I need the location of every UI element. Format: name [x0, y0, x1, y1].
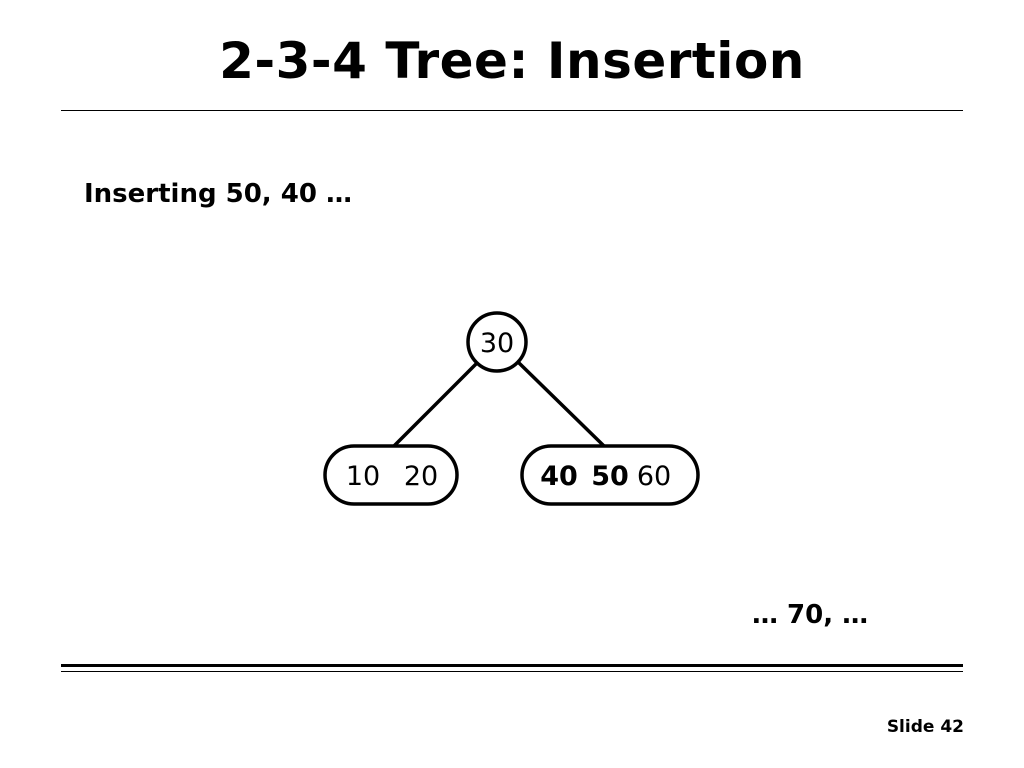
root-key: 30	[480, 328, 514, 359]
right-child-key-inserted: 50	[591, 461, 629, 492]
slide-number: Slide 42	[886, 717, 964, 737]
title-divider	[61, 110, 963, 111]
edge-root-right	[516, 360, 606, 448]
footer-divider-thin	[61, 671, 963, 672]
left-child-node	[323, 444, 459, 506]
edge-root-left	[392, 360, 480, 448]
left-child-key: 10	[346, 461, 380, 492]
left-child-key: 20	[404, 461, 438, 492]
slide-title: 2-3-4 Tree: Insertion	[219, 32, 805, 90]
insertion-caption: Inserting 50, 40 …	[84, 179, 352, 209]
root-node	[466, 311, 528, 373]
right-child-key-inserted: 40	[540, 461, 578, 492]
right-child-node	[520, 444, 700, 506]
right-child-key: 60	[637, 461, 671, 492]
footer-divider-thick	[61, 664, 963, 667]
continuation-caption: … 70, …	[752, 600, 869, 630]
